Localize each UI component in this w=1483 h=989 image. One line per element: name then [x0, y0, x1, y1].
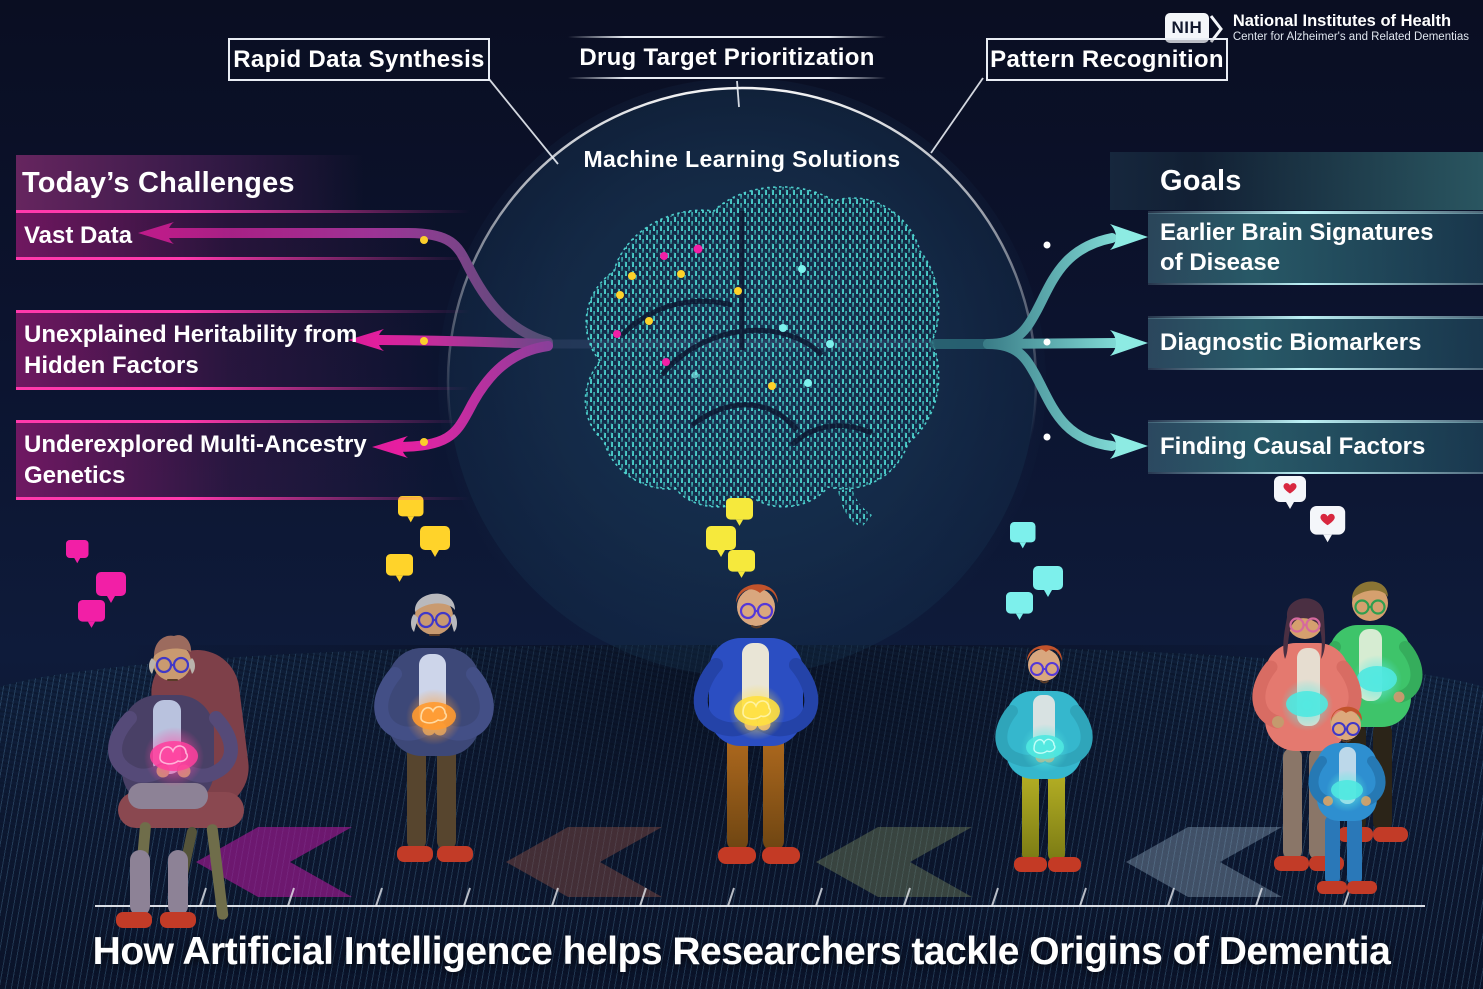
challenge-label: Underexplored Multi-Ancestry Genetics [24, 431, 367, 489]
capability-label: Pattern Recognition [990, 45, 1224, 73]
hub-label: Machine Learning Solutions [583, 146, 901, 172]
chat-bubble-icon [706, 526, 736, 557]
challenges-title-text: Today’s Challenges [22, 167, 295, 199]
chat-bubble-icon [728, 550, 755, 578]
goal-label: Diagnostic Biomarkers [1160, 329, 1422, 356]
goal-connectors [930, 224, 1148, 459]
chat-bubble-icon [726, 498, 753, 526]
person-adult-center [693, 584, 819, 864]
goal-label: Finding Causal Factors [1160, 433, 1426, 460]
heart-bubble-icon [1274, 476, 1306, 509]
chat-bubble-icon [1033, 566, 1063, 597]
challenge-item-multi-ancestry-genetics: Underexplored Multi-Ancestry Genetics [16, 420, 494, 500]
nih-logo-chevron-icon [1209, 15, 1223, 43]
brain-illustration [584, 186, 940, 527]
heart-bubble-icon [1310, 506, 1346, 543]
floor-baseline [95, 887, 1425, 907]
capability-label: Rapid Data Synthesis [233, 45, 485, 73]
goals-title-text: Goals [1160, 164, 1242, 197]
capability-rapid-data-synthesis: Rapid Data Synthesis [228, 38, 490, 81]
goal-item-earlier-brain-signatures: Earlier Brain Signatures of Disease [1148, 211, 1483, 285]
nih-center-name: Center for Alzheimer's and Related Demen… [1232, 30, 1469, 43]
challenge-item-unexplained-heritability: Unexplained Heritability from Hidden Fac… [16, 310, 494, 390]
chat-bubble-icon [398, 496, 424, 523]
chat-bubble-icon [66, 540, 89, 564]
capability-label: Drug Target Prioritization [579, 43, 875, 71]
chat-bubble-icon [420, 526, 450, 557]
person-elderly-standing [374, 593, 494, 862]
infographic-title: How Artificial Intelligence helps Resear… [92, 930, 1391, 973]
capability-drug-target-prioritization: Drug Target Prioritization [568, 36, 886, 79]
floor-arrows [196, 827, 1282, 897]
family-boy [1308, 706, 1386, 894]
nih-org-name: National Institutes of Health [1232, 12, 1452, 30]
person-group-family [1252, 581, 1423, 894]
chat-bubble-icon [78, 600, 105, 628]
chat-bubble-icon [96, 572, 126, 603]
chat-bubble-icon [386, 554, 413, 582]
chat-bubbles [66, 476, 1346, 628]
chat-bubble-icon [1006, 592, 1033, 620]
goal-item-finding-causal-factors: Finding Causal Factors [1148, 420, 1483, 474]
challenges-title: Today’s Challenges [16, 155, 394, 212]
goals-title: Goals [1110, 152, 1483, 210]
challenge-item-vast-data: Vast Data [16, 210, 494, 260]
person-young-man [995, 645, 1093, 872]
family-woman [1252, 598, 1362, 871]
challenge-label: Unexplained Heritability from Hidden Fac… [24, 321, 358, 379]
capability-pattern-recognition: Pattern Recognition [986, 38, 1228, 81]
person-elderly-seated [108, 635, 249, 928]
brain-data-dots [613, 244, 834, 390]
challenge-label: Vast Data [24, 221, 133, 249]
chat-bubble-icon [1010, 522, 1036, 549]
goal-item-diagnostic-biomarkers: Diagnostic Biomarkers [1148, 316, 1483, 370]
capability-connector-lines [488, 77, 984, 165]
goal-label: Earlier Brain Signatures of Disease [1160, 219, 1434, 276]
